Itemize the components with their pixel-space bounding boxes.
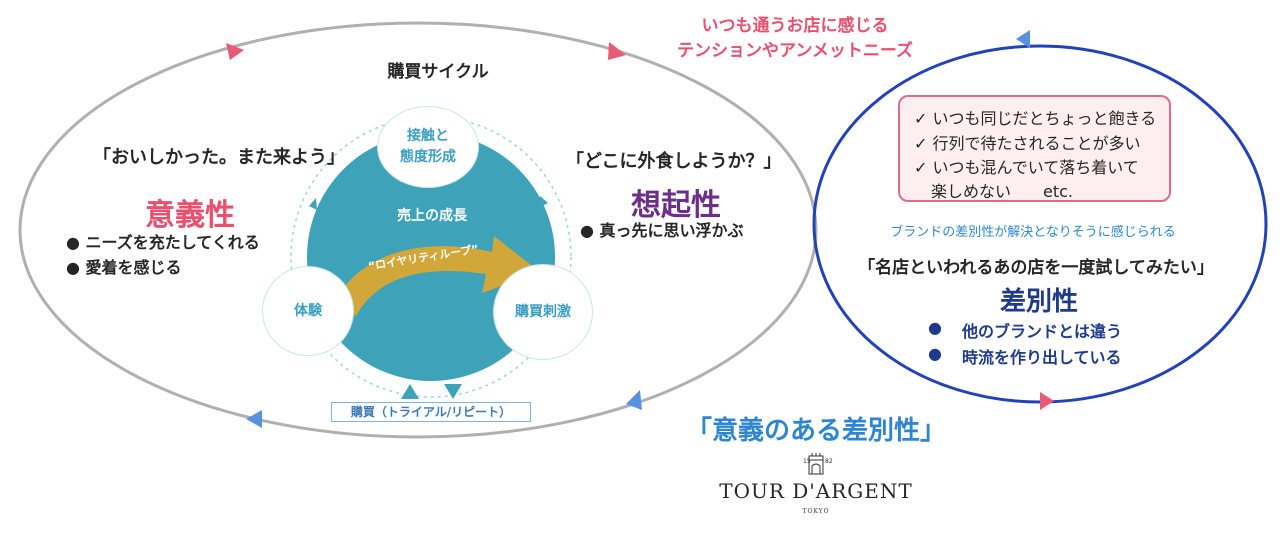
growth-label: 売上の成長 [397, 208, 467, 224]
trial-arrow-down [444, 384, 462, 399]
circle-arrow-top [1016, 30, 1030, 48]
node-contact-line2: 態度形成 [400, 149, 456, 165]
orbit-arrow-right [538, 196, 548, 208]
orbit-arrow-left [309, 198, 317, 210]
logo-wordmark: TOUR D'ARGENT [719, 479, 913, 503]
node-experience: 体験 [262, 266, 354, 356]
distinction-bullet-2: 時流を作り出している [962, 348, 1122, 367]
node-experience-label: 体験 [294, 302, 322, 319]
tower-emblem-icon [808, 453, 824, 475]
cycle-title: 購買サイクル [387, 62, 489, 82]
node-contact-line1: 接触と [407, 128, 449, 144]
distinction-bullet-mark-2: ● [928, 344, 942, 363]
tour-dargent-logo: 15 82 TOUR D'ARGENT TOKYO [711, 452, 921, 520]
ellipse-arrow-pink-left [226, 43, 244, 60]
meaning-bullet-1: ● ニーズを充たしてくれる [66, 233, 260, 252]
meaning-bullet-2: ● 愛着を感じる [66, 258, 182, 277]
cycle-ellipse [18, 21, 818, 439]
need-item-3: ✓ いつも混んでいて落ち着いて [914, 158, 1139, 177]
purchase-trial-box: 購買（トライアル/リピート） [331, 402, 531, 422]
recall-heading: 想起性 [631, 188, 721, 223]
distinction-caption: ブランドの差別性が解決となりそうに感じられる [890, 225, 1176, 240]
ellipse-arrow-blue-bottom-left [246, 410, 262, 428]
need-item-continuation: 楽しめない etc. [931, 182, 1074, 201]
distinction-quote: 「名店といわれるあの店を一度試してみたい」 [858, 258, 1214, 278]
meaning-heading: 意義性 [145, 198, 235, 233]
logo-city: TOKYO [802, 508, 830, 515]
distinction-bullet-mark-1: ● [928, 318, 942, 337]
circle-arrow-bottom [1040, 392, 1054, 410]
ellipse-arrow-pink-right [608, 42, 626, 60]
conclusion-title: 「意義のある差別性」 [685, 416, 947, 446]
unmet-needs-panel: ✓ いつも同じだとちょっと飽きる ✓ 行列で待たされることが多い ✓ いつも混ん… [898, 95, 1171, 202]
tension-line-2: テンションやアンメットニーズ [677, 41, 913, 61]
meaning-quote: 「おいしかった。また来よう」 [93, 147, 345, 168]
tension-line-1: いつも通うお店に感じる [701, 16, 889, 36]
logo-year-right: 82 [825, 458, 833, 465]
orbit-arrow-bottom [433, 361, 442, 371]
recall-quote: 「どこに外食しようか？」 [566, 151, 782, 172]
distinction-heading: 差別性 [999, 287, 1079, 317]
node-stimulus-label: 購買刺激 [515, 303, 571, 320]
node-contact-attitude: 接触と 態度形成 [377, 106, 479, 188]
logo-year-left: 15 [803, 458, 811, 465]
recall-bullet-1: ● 真っ先に思い浮かぶ [580, 221, 744, 240]
need-item-2: ✓ 行列で待たされることが多い [914, 134, 1141, 153]
distinction-bullet-1: 他のブランドとは違う [962, 322, 1123, 341]
node-purchase-stimulus: 購買刺激 [493, 264, 593, 360]
loyalty-arrow [330, 236, 540, 316]
trial-arrow-up [401, 384, 419, 399]
ellipse-arrow-blue-bottom-right [626, 390, 642, 410]
need-item-1: ✓ いつも同じだとちょっと飽きる [914, 109, 1157, 128]
